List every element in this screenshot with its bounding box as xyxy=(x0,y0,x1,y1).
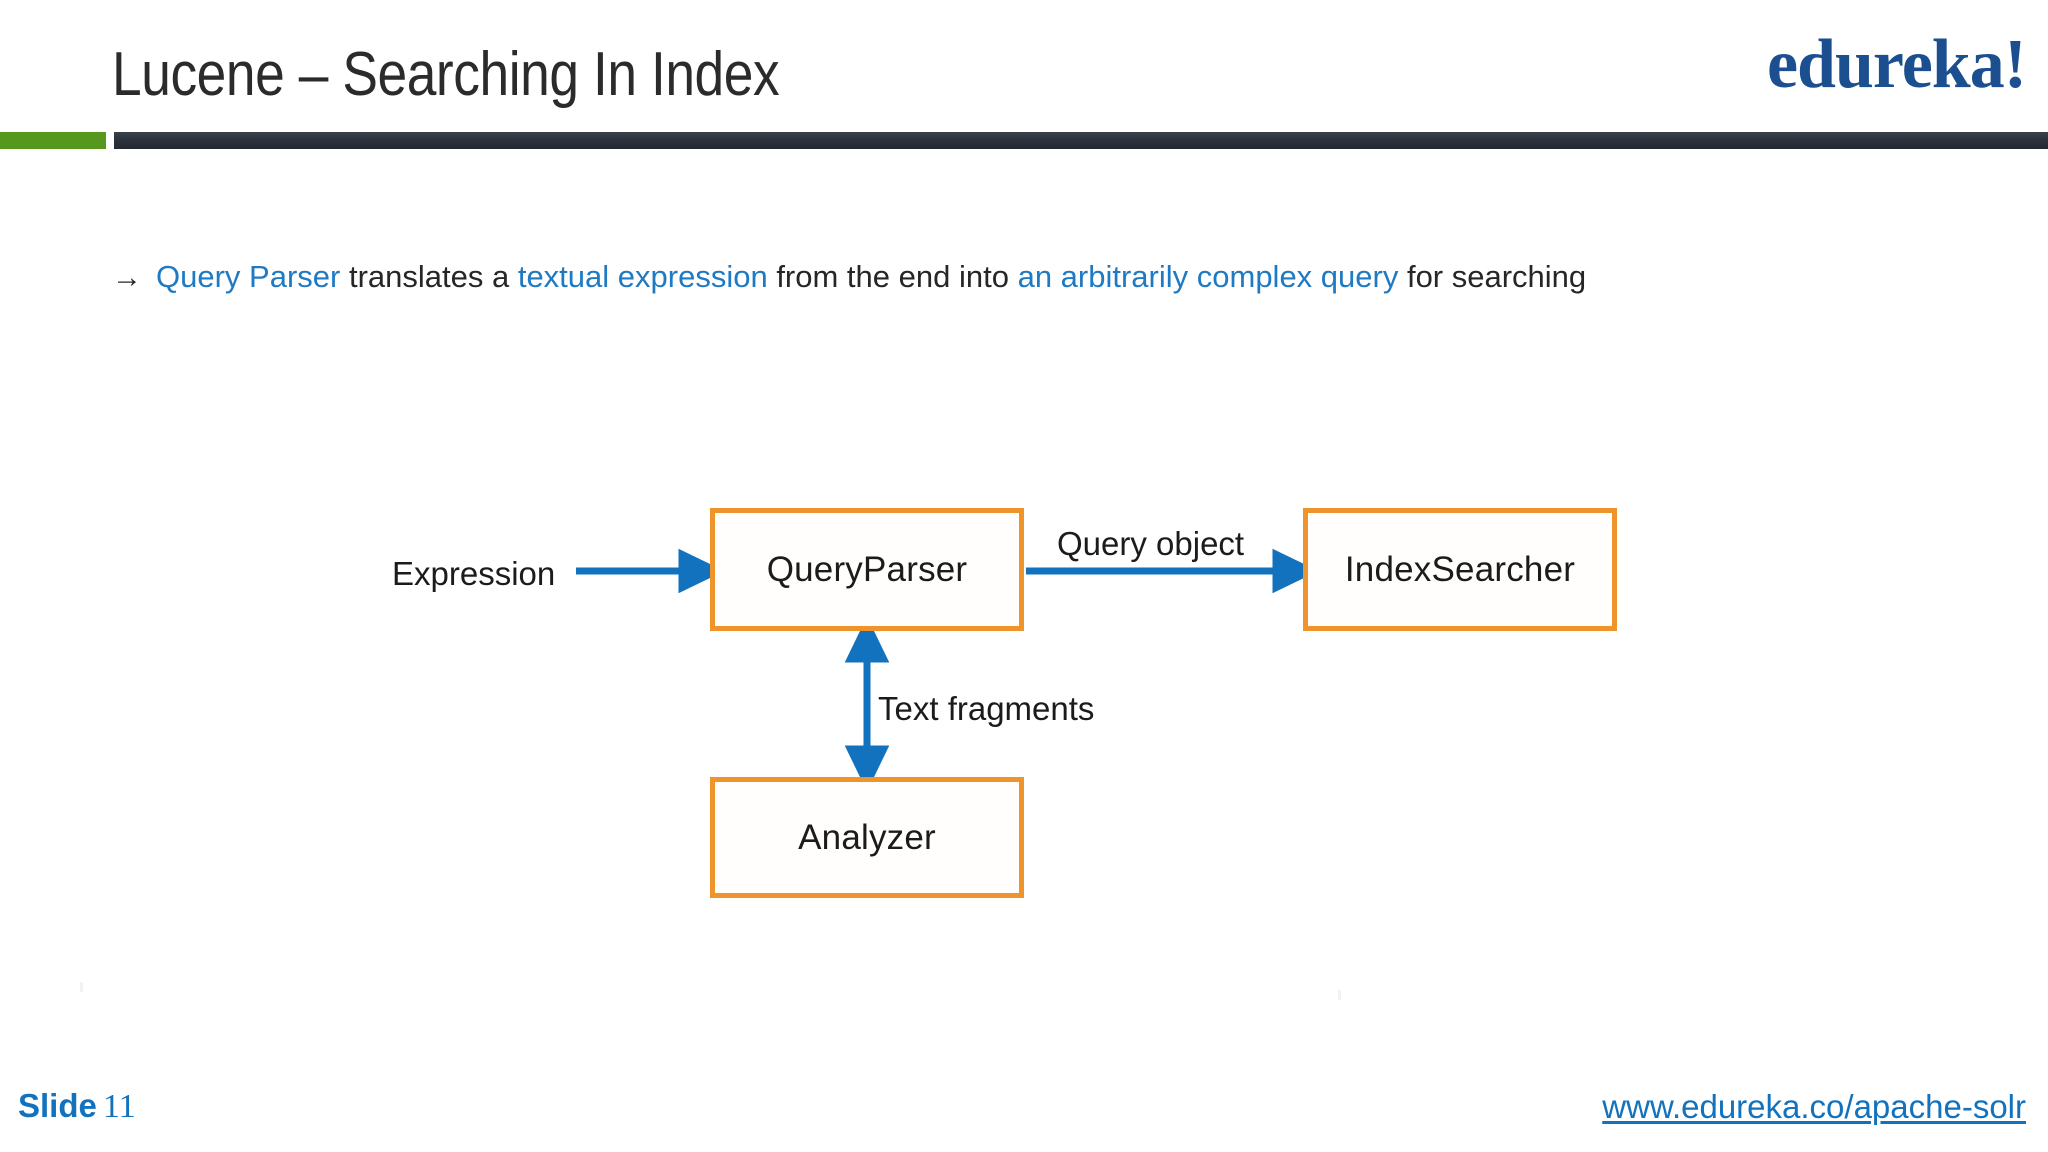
diagram-node-indexsearcher[interactable]: IndexSearcher xyxy=(1303,508,1617,631)
right-arrow-icon: → xyxy=(112,261,142,294)
edureka-logo: edureka! xyxy=(1766,26,2027,103)
title-rule-green-accent xyxy=(0,132,106,149)
edge-label-expression: Expression xyxy=(392,555,556,592)
page-title: Lucene – Searching In Index xyxy=(112,40,780,109)
bullet-text-2: from the end into xyxy=(767,259,1018,294)
diagram-node-queryparser[interactable]: QueryParser xyxy=(710,508,1024,631)
background-artifact xyxy=(80,982,83,992)
diagram-node-label: IndexSearcher xyxy=(1344,549,1576,589)
slide-number: 11 xyxy=(102,1088,136,1125)
background-artifact xyxy=(1338,990,1341,1000)
footer-course-url-link[interactable]: www.edureka.co/apache-solr xyxy=(1602,1088,2026,1125)
edge-label-text-fragments: Text fragments xyxy=(878,690,1095,727)
bullet-highlight-textual-expression: textual expression xyxy=(517,259,768,294)
bullet-text-1: translates a xyxy=(340,259,518,294)
slide-label: Slide xyxy=(18,1087,97,1124)
diagram-node-label: QueryParser xyxy=(766,549,968,589)
bullet-highlight-complex-query: an arbitrarily complex query xyxy=(1017,259,1399,294)
title-rule-dark-bar xyxy=(114,132,2048,149)
bullet-paragraph: → Query Parser translates a textual expre… xyxy=(112,258,1586,297)
diagram-node-label: Analyzer xyxy=(798,817,936,857)
edge-label-query-object: Query object xyxy=(1057,525,1245,562)
bullet-highlight-query-parser: Query Parser xyxy=(156,259,341,294)
diagram-node-analyzer[interactable]: Analyzer xyxy=(710,777,1024,898)
bullet-text-3: for searching xyxy=(1398,259,1587,294)
